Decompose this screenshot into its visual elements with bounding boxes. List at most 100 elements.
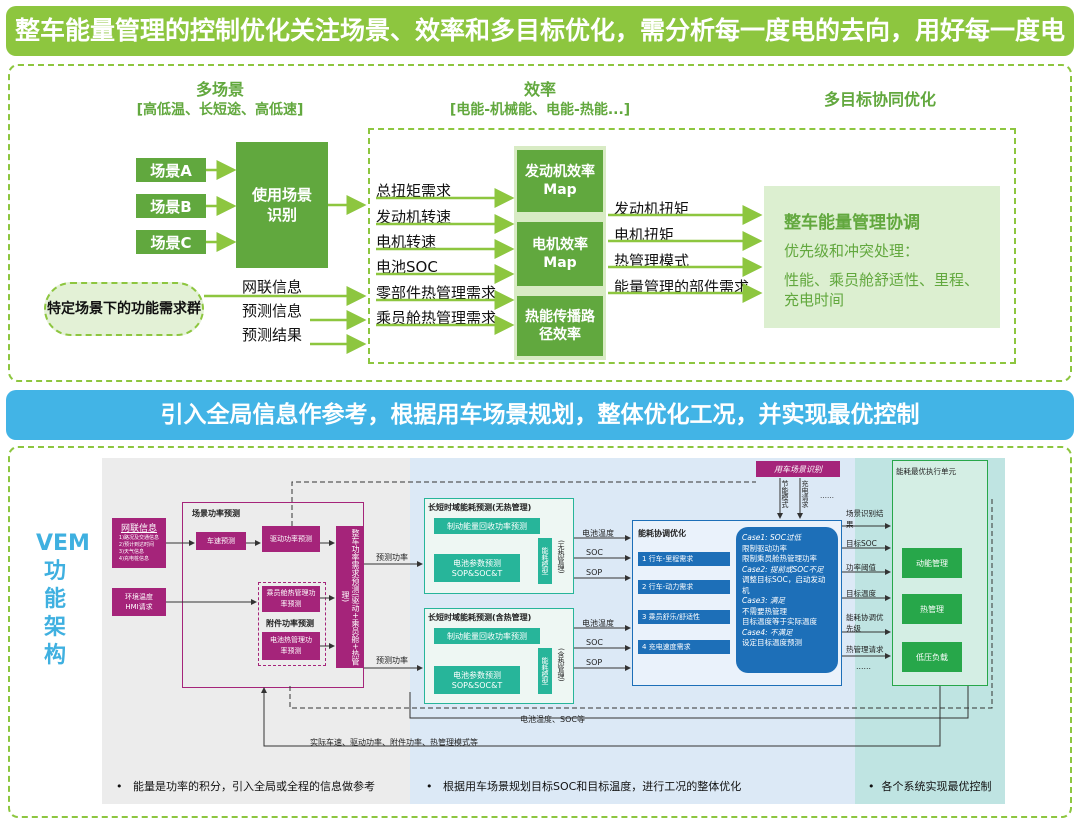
target-label: 能耗协调优先级	[846, 613, 884, 633]
battery-param-box-2: 电池参数预测 SOP&SOC&T	[434, 666, 520, 694]
case-body: 限制驱动功率 限制乘员舱热管理功率	[742, 543, 817, 564]
battery-temp-label-1: 电池温度	[582, 529, 614, 538]
pred-power-label-2: 预测功率	[376, 656, 408, 665]
efficiency-region	[368, 128, 1016, 364]
case-body: 设定目标温度预测	[742, 638, 802, 647]
energy-pred-no-heat-title: 长短时域能耗预测(无热管理)	[428, 503, 532, 512]
net-item: 4)充电桩信息	[118, 555, 150, 562]
scene-power-title: 场景功率预测	[192, 509, 240, 518]
scenes-subtitle: [高低温、长短途、高低速]	[136, 102, 304, 118]
output-thermal-mode: 热管理模式	[614, 252, 690, 270]
top-arrows	[204, 160, 763, 354]
scene-c: 场景C	[136, 230, 206, 254]
coord-title: 整车能量管理协调	[784, 213, 920, 233]
cabin-power-box: 乘员舱热管理功率预测	[262, 586, 320, 612]
opt-item: 3 乘员舒乐/舒适性	[638, 610, 730, 624]
no-heat-label: (无热管理)	[557, 540, 565, 574]
bottom-note-text: 能量是功率的积分，引入全局或全程的信息做参考	[132, 780, 375, 793]
net-info-items: 1)路况及交通信息 2)预计到达时间 3)天气信息 4)充电桩信息	[119, 535, 159, 563]
input-prediction-info: 预测信息	[242, 302, 303, 320]
top-panel	[8, 64, 1072, 382]
case-head: Case4: 不满足	[742, 627, 793, 637]
eco-mode-label: 节能模式	[781, 480, 789, 508]
demand-component-thermal: 零部件热管理需求	[376, 284, 497, 302]
sop-label-1: SOP	[586, 568, 603, 577]
sop-label-2: SOP	[586, 658, 603, 667]
case-box: Case1: SOC过低 限制驱动功率 限制乘员舱热管理功率 Case2: 提前…	[736, 527, 838, 673]
output-engine-torque: 发动机扭矩	[614, 200, 690, 218]
battery-soc-feedback: 电池温度、SOC等	[520, 715, 585, 724]
bottom-panel	[8, 446, 1072, 818]
energy-pred-with-heat-title: 长短时域能耗预测(含热管理)	[428, 613, 532, 622]
efficiency-title: 效率	[523, 80, 556, 99]
exec-item: 热管理	[902, 594, 962, 624]
battery-param-box-1: 电池参数预测 SOP&SOC&T	[434, 554, 520, 582]
demand-motor-speed: 电机转速	[376, 233, 437, 251]
thermal-path-efficiency: 热能传播路径效率	[517, 296, 603, 356]
case-body: 调整目标SOC，启动发动机	[742, 575, 826, 595]
scene-a: 场景A	[136, 158, 206, 182]
scene-recog-box: 用车场景识别	[756, 461, 840, 477]
charge-req-label: 充电请求	[801, 480, 809, 508]
net-info-box: 网联信息 1)路况及交通信息 2)预计到达时间 3)天气信息 4)充电桩信息	[112, 518, 166, 568]
net-item: 2)预计到达时间	[118, 541, 155, 548]
case-head: Case1: SOC过低	[742, 533, 801, 542]
pred-power-label-1: 预测功率	[376, 553, 408, 562]
input-prediction-result: 预测结果	[242, 326, 303, 344]
bottom-note-3: • 各个系统实现最优控制	[868, 780, 992, 793]
exec-item: 动能管理	[902, 548, 962, 578]
multi-objective-title: 多目标协同优化	[823, 90, 936, 109]
opt-item: 1 行车-里程需求	[638, 552, 730, 566]
input-net-info: 网联信息	[242, 278, 303, 296]
target-label: 目标温度	[846, 589, 876, 598]
opt-item: 4 充电速度需求	[638, 640, 730, 654]
bottom-note-text: 各个系统实现最优控制	[881, 780, 992, 793]
demand-engine-speed: 发动机转速	[376, 208, 452, 226]
energy-model-box-1: 能耗模型	[538, 538, 552, 584]
bottom-note-1: • 能量是功率的积分，引入全局或全程的信息做参考	[116, 780, 375, 793]
opt-item: 2 行车-动力需求	[638, 580, 730, 594]
efficiency-subtitle: [电能-机械能、电能-热能...]	[449, 102, 631, 118]
battery-temp-label-2: 电池温度	[582, 619, 614, 628]
exec-item: 低压负载	[902, 642, 962, 672]
energy-coordination-box: 整车能量管理协调 优先级和冲突处理： 性能、乘员舱舒适性、里程、充电时间	[764, 186, 1000, 328]
dots-label: ……	[820, 492, 834, 500]
regen-box-2: 制动能量回收功率预测	[434, 628, 540, 644]
coord-items: 性能、乘员舱舒适性、里程、充电时间	[784, 271, 980, 309]
speed-pred-box: 车速预测	[196, 532, 246, 550]
soc-label-2: SOC	[586, 638, 603, 647]
coord-subtitle: 优先级和冲突处理：	[784, 242, 920, 260]
demand-total-torque: 总扭矩需求	[376, 182, 452, 200]
demand-cabin-thermal: 乘员舱热管理需求	[376, 309, 497, 327]
net-item: 3)天气信息	[118, 548, 145, 555]
target-label: 功率阈值	[846, 563, 876, 572]
aux-power-title: 附件功率预测	[266, 619, 314, 628]
energy-model-box-2: 能耗模型	[538, 648, 552, 694]
actual-feedback: 实际车速、驱动功率、附件功率、热管理模式等	[310, 738, 478, 747]
case-head: Case3: 满足	[742, 596, 786, 605]
target-label: ……	[856, 662, 871, 671]
scenes-title: 多场景	[195, 80, 244, 99]
net-item: 1)路况及交通信息	[118, 534, 160, 541]
case-body: 不需要热管理 目标温度等于实际温度	[742, 606, 817, 627]
with-heat-label: (含热管理)	[557, 648, 565, 682]
top-banner: 整车能量管理的控制优化关注场景、效率和多目标优化，需分析每一度电的去向，用好每一…	[6, 6, 1074, 56]
engine-efficiency-map: 发动机效率Map	[517, 150, 603, 212]
target-label: 热管理请求	[846, 645, 884, 654]
aux-frame	[258, 582, 326, 666]
env-hmi-box: 环境温度 HMI请求	[112, 588, 166, 616]
function-demand-cloud: 特定场景下的功能需求群	[44, 282, 204, 336]
exec-unit-title: 能耗最优执行单元	[896, 467, 956, 476]
bottom-note-text: 根据用车场景规划目标SOC和目标温度，进行工况的整体优化	[442, 780, 742, 793]
motor-efficiency-map: 电机效率Map	[517, 222, 603, 286]
target-label: 场景识别结果	[846, 509, 884, 529]
regen-box-1: 制动能量回收功率预测	[434, 518, 540, 534]
drive-power-box: 驱动功率预测	[262, 526, 320, 552]
output-component-demand: 能量管理的部件需求	[614, 278, 750, 296]
target-label: 目标SOC	[846, 539, 877, 548]
battery-thermal-box: 电池热管理功率预测	[262, 632, 320, 660]
scene-identify-box: 使用场景识别	[236, 142, 328, 268]
net-info-title: 网联信息	[120, 523, 157, 534]
bottom-note-2: • 根据用车场景规划目标SOC和目标温度，进行工况的整体优化	[426, 780, 742, 793]
demand-battery-soc: 电池SOC	[376, 258, 438, 276]
